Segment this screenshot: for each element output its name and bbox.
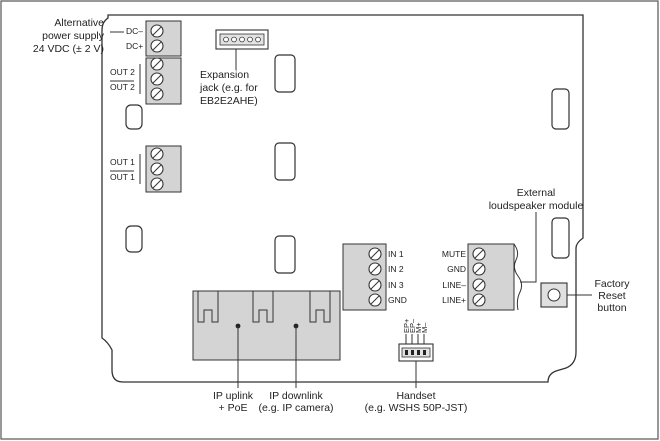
handset-connector xyxy=(398,334,434,362)
label-pin-ep-minus: EP– xyxy=(408,318,417,333)
input-terminal-block xyxy=(342,243,387,311)
callout-factory-1: Factory xyxy=(594,278,630,290)
label-mute: MUTE xyxy=(442,249,466,259)
label-in2: IN 2 xyxy=(388,264,404,274)
mount-slot xyxy=(125,104,143,130)
board-outline xyxy=(101,14,584,383)
out2-terminal-block xyxy=(139,57,182,105)
label-pin-m-minus: M– xyxy=(420,322,429,333)
mount-slot xyxy=(274,54,296,93)
label-out2-a: OUT 2 xyxy=(110,67,135,77)
mount-slot xyxy=(274,235,296,274)
callout-handset-1: Handset xyxy=(396,390,435,402)
callout-external-1: External xyxy=(517,187,556,199)
mount-slot xyxy=(274,142,296,181)
label-line-minus: LINE– xyxy=(442,280,466,290)
callout-expansion-2: jack (e.g. for xyxy=(199,82,258,94)
callout-expansion-1: Expansion xyxy=(200,69,249,81)
callout-alt-supply-1: Alternative xyxy=(54,17,104,29)
callout-expansion-3: EB2E2AHE) xyxy=(200,95,258,107)
callout-handset-2: (e.g. WSHS 50P-JST) xyxy=(365,402,468,414)
callout-alt-supply-2: power supply xyxy=(42,30,105,42)
label-line-plus: LINE+ xyxy=(442,295,466,305)
callout-external-2: loudspeaker module xyxy=(489,200,584,212)
callout-ip-downlink-2: (e.g. IP camera) xyxy=(258,402,333,414)
mount-slot xyxy=(551,217,570,259)
label-in1: IN 1 xyxy=(388,249,404,259)
factory-reset-button xyxy=(540,282,568,308)
mount-slot xyxy=(125,225,143,253)
label-out2-b: OUT 2 xyxy=(110,82,135,92)
mount-slot xyxy=(551,88,570,130)
callout-factory-3: button xyxy=(597,302,626,314)
speaker-terminal-block xyxy=(467,243,523,311)
rj45-ports xyxy=(192,290,341,361)
label-out1-a: OUT 1 xyxy=(110,157,135,167)
callout-alt-supply-3: 24 VDC (± 2 V) xyxy=(33,43,104,55)
expansion-jack xyxy=(215,29,269,50)
callout-ip-downlink-1: IP downlink xyxy=(269,390,323,402)
label-pin-m-plus: M+ xyxy=(414,322,423,333)
label-pin-ep-plus: EP+ xyxy=(402,318,411,333)
label-dc-minus: DC– xyxy=(126,26,143,36)
callout-ip-uplink-2: + PoE xyxy=(219,402,248,414)
leader-line xyxy=(520,212,537,283)
label-out1-b: OUT 1 xyxy=(110,172,135,182)
out1-terminal-block xyxy=(139,145,182,193)
label-in-gnd: GND xyxy=(388,295,407,305)
callout-ip-uplink-1: IP uplink xyxy=(213,390,254,402)
callout-factory-2: Reset xyxy=(598,290,626,302)
label-spk-gnd: GND xyxy=(447,264,466,274)
label-dc-plus: DC+ xyxy=(126,41,143,51)
label-in3: IN 3 xyxy=(388,280,404,290)
dc-terminal-block xyxy=(145,20,182,57)
